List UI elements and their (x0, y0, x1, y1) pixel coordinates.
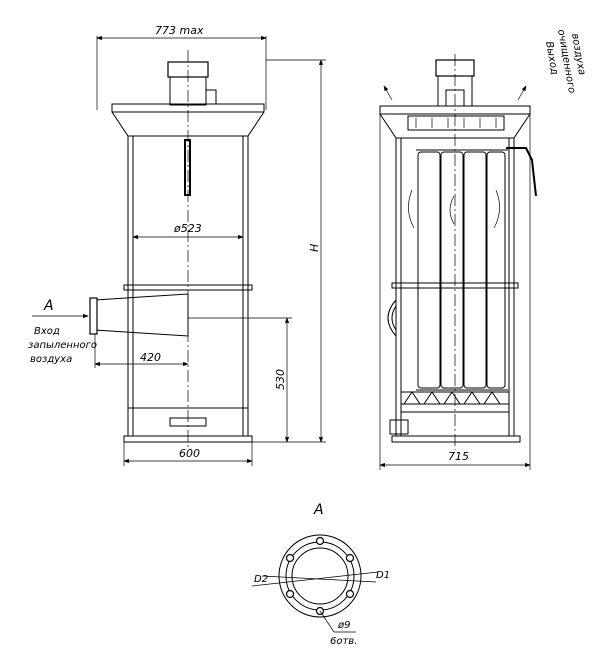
inlet-flange (89, 297, 98, 335)
front-base (123, 435, 253, 443)
view-a-detail: A D2 D1 ø9 6отв. (251, 502, 390, 647)
label-d2: D2 (254, 574, 268, 585)
dim-height: H (308, 244, 321, 252)
dim-inlet-offset: 420 (140, 351, 161, 364)
inlet-label-1: Вход (34, 326, 60, 337)
dim-width-max: 773 max (155, 24, 204, 37)
discharge-slot (169, 417, 207, 427)
filter-bag-4 (486, 151, 506, 389)
label-d1: D1 (376, 570, 390, 581)
dim-inlet-height: 530 (274, 369, 287, 390)
filter-bag-1 (417, 151, 441, 389)
hole-diameter: ø9 (337, 620, 350, 631)
flange-outer-circle (278, 534, 362, 618)
side-base (391, 435, 521, 443)
shaker-rod (184, 139, 191, 196)
shaker-lever (506, 147, 537, 197)
outlet-label-1: Выход (543, 41, 560, 76)
dim-side-width: 715 (448, 450, 469, 463)
view-a-title: A (313, 502, 324, 518)
dim-diameter: ø523 (173, 222, 202, 235)
side-view: Выход очищенного воздуха 715 (379, 29, 587, 470)
hole-count: 6отв. (330, 636, 357, 647)
mid-flange (123, 284, 253, 291)
front-view: 773 max ø523 H 420 530 600 A Вход запыле… (28, 24, 326, 466)
dim-base-width: 600 (179, 447, 200, 460)
inlet-label-3: воздуха (30, 354, 72, 365)
filter-bag-3 (463, 151, 487, 389)
motor-terminal-box (205, 89, 217, 105)
inlet-label-2: запыленного (28, 340, 97, 351)
filter-bag-2 (440, 151, 464, 389)
view-a-marker: A (43, 298, 54, 314)
inlet-cone (94, 293, 189, 337)
